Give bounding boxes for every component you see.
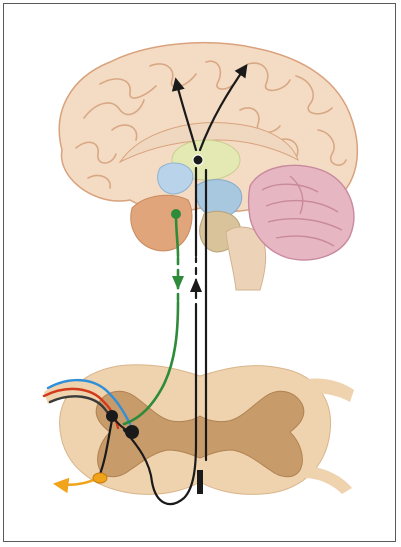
spinal-cord-section [44,365,354,495]
pons-orange [131,195,192,251]
